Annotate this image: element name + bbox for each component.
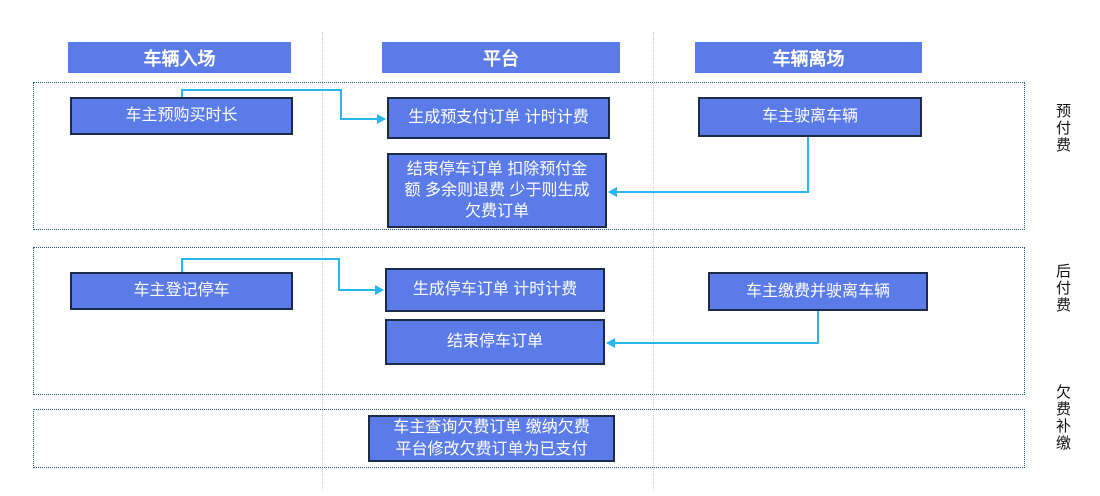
lane-label-prepaid: 预付费	[1054, 103, 1071, 154]
column-divider-2	[653, 32, 654, 490]
node-prepay-generate-order: 生成预支付订单 计时计费	[387, 97, 610, 139]
lane-label-postpaid: 后付费	[1054, 263, 1071, 314]
lane-frame-postpaid	[33, 247, 1025, 395]
lane-label-arrears: 欠费补缴	[1054, 384, 1071, 452]
node-postpay-register: 车主登记停车	[70, 272, 293, 310]
column-header-vehicle-exit: 车辆离场	[695, 42, 922, 73]
node-prepay-buy-duration: 车主预购买时长	[70, 97, 293, 135]
node-postpay-pay-and-leave: 车主缴费并驶离车辆	[708, 272, 928, 311]
column-header-platform: 平台	[382, 42, 620, 73]
node-prepay-drive-away: 车主驶离车辆	[698, 97, 922, 137]
node-prepay-settle-order: 结束停车订单 扣除预付金额 多余则退费 少于则生成欠费订单	[387, 153, 607, 228]
node-postpay-generate-order: 生成停车订单 计时计费	[385, 268, 605, 312]
node-arrears-query-and-pay: 车主查询欠费订单 缴纳欠费 平台修改欠费订单为已支付	[368, 415, 615, 462]
lane-frame-prepaid	[33, 82, 1025, 230]
lane-frame-arrears	[33, 409, 1025, 468]
node-postpay-end-order: 结束停车订单	[385, 319, 605, 365]
column-header-vehicle-entry: 车辆入场	[68, 42, 291, 73]
